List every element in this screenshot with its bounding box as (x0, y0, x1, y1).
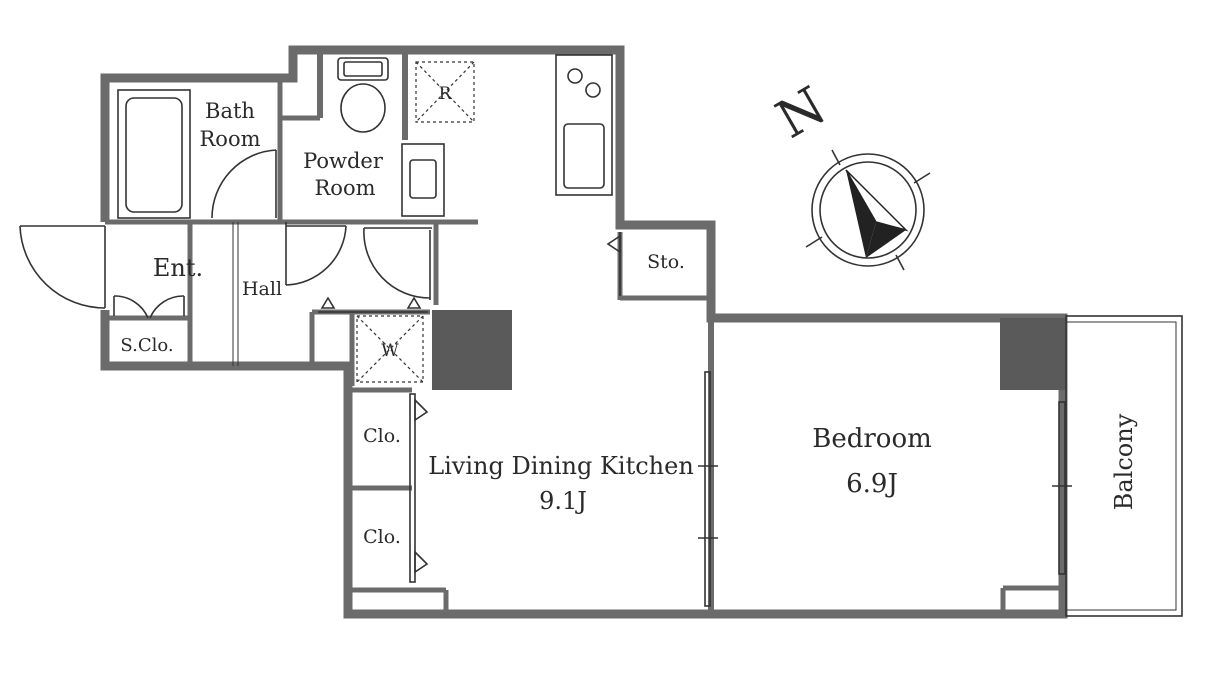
closet-upper-label: Clo. (363, 425, 401, 447)
wash-basin (401, 143, 445, 217)
bedroom-name: Bedroom (812, 424, 932, 454)
refrigerator-label: R (439, 84, 453, 104)
bath-label-2: Room (199, 127, 260, 151)
powder-label-1: Powder (303, 149, 384, 173)
kitchen-counter (555, 54, 613, 196)
hall-label: Hall (242, 278, 282, 300)
pillar-left (432, 310, 512, 390)
closet-doors (409, 393, 429, 583)
balcony-window (1052, 401, 1072, 575)
entrance-label: Ent. (153, 254, 203, 282)
powder-label-2: Room (314, 176, 375, 200)
bath-door (211, 149, 277, 219)
ldk-size: 9.1J (539, 487, 587, 515)
ldk-door (363, 227, 432, 300)
bath-label-1: Bath (205, 99, 255, 123)
pillar-right (1000, 318, 1065, 390)
bedroom-size: 6.9J (846, 469, 898, 499)
compass-needle-icon (846, 170, 876, 258)
bathtub (117, 89, 191, 219)
outer-walls (100, 45, 1068, 619)
compass (805, 149, 931, 271)
washer-label: W (381, 341, 399, 361)
storage-door (606, 232, 621, 296)
balcony-label: Balcony (1110, 413, 1138, 510)
toilet (337, 57, 389, 133)
ldk-name: Living Dining Kitchen (428, 452, 694, 480)
washer-area (318, 296, 428, 383)
balcony (1065, 315, 1183, 617)
powder-door (285, 222, 347, 286)
compass-letter: N (767, 76, 836, 151)
shoe-closet-label: S.Clo. (120, 335, 173, 356)
closet-lower-label: Clo. (363, 526, 401, 548)
bedroom-sliding-doors (698, 371, 718, 607)
refrigerator-space (415, 61, 475, 123)
entrance-door (19, 225, 106, 309)
storage-label: Sto. (647, 251, 685, 273)
shoe-closet-doors (113, 295, 185, 319)
